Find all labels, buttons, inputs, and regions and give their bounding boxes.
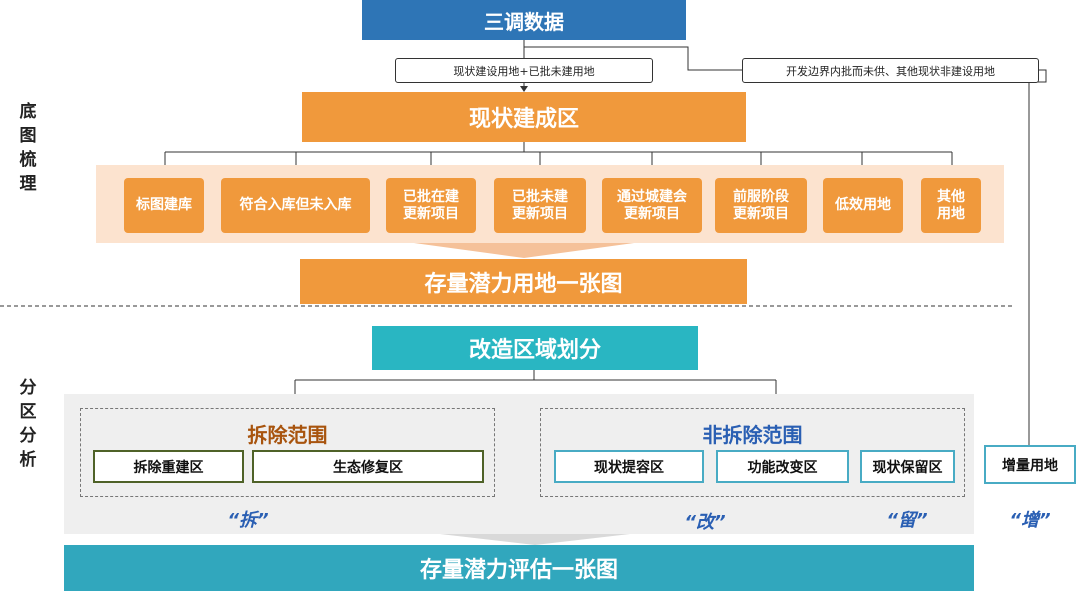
tag-keep: “留” bbox=[886, 510, 928, 531]
stock-evaluation-map-label: 存量潜力评估一张图 bbox=[419, 558, 618, 583]
category-label: 符合入库但未入库 bbox=[239, 197, 352, 213]
category-box-1: 标图建库 bbox=[124, 178, 204, 233]
stock-land-map-label: 存量潜力用地一张图 bbox=[424, 271, 623, 297]
connector-to-right-note bbox=[524, 46, 742, 71]
category-label: 其他 用地 bbox=[937, 188, 965, 222]
demolish-rebuild-zone: 拆除重建区 bbox=[93, 450, 244, 483]
demolish-title: 拆除范围 bbox=[247, 422, 328, 447]
funnel-arrow-top bbox=[414, 243, 634, 258]
category-label: 前服阶段 更新项目 bbox=[733, 188, 789, 222]
side-label-base-map: 底 图 梳 理 bbox=[19, 102, 37, 194]
side-label-zoning: 分 区 分 析 bbox=[19, 378, 37, 470]
zoning-title-box: 改造区域划分 bbox=[372, 326, 698, 370]
retention-zone: 现状保留区 bbox=[860, 450, 955, 483]
built-area-box: 现状建成区 bbox=[302, 92, 746, 142]
category-box-7: 低效用地 bbox=[823, 178, 903, 233]
built-area-label: 现状建成区 bbox=[468, 107, 579, 132]
category-box-5: 通过城建会 更新项目 bbox=[602, 178, 702, 233]
note-right: 开发边界内批而未供、其他现状非建设用地 bbox=[742, 58, 1039, 83]
tag-increment: “增” bbox=[1009, 510, 1051, 531]
category-box-2: 符合入库但未入库 bbox=[221, 178, 370, 233]
function-change-zone: 功能改变区 bbox=[716, 450, 849, 483]
category-label: 通过城建会 更新项目 bbox=[617, 188, 687, 222]
increment-land-box: 增量用地 bbox=[984, 445, 1076, 484]
category-box-4: 已批未建 更新项目 bbox=[494, 178, 586, 233]
tag-change: “改” bbox=[684, 512, 726, 533]
category-label: 已批未建 更新项目 bbox=[512, 188, 568, 222]
note-left-text: 现状建设用地+已批未建用地 bbox=[453, 64, 595, 78]
note-left: 现状建设用地+已批未建用地 bbox=[395, 58, 653, 83]
capacity-increase-zone: 现状提容区 bbox=[554, 450, 704, 483]
category-box-8: 其他 用地 bbox=[921, 178, 981, 233]
top-header-box: 三调数据 bbox=[362, 0, 686, 40]
category-box-3: 已批在建 更新项目 bbox=[386, 178, 476, 233]
note-right-text: 开发边界内批而未供、其他现状非建设用地 bbox=[786, 64, 995, 78]
demolish-group bbox=[80, 408, 495, 497]
zoning-title-label: 改造区域划分 bbox=[468, 338, 601, 363]
category-label: 已批在建 更新项目 bbox=[403, 188, 459, 222]
arrow-into-built bbox=[520, 86, 528, 92]
non-demolish-group bbox=[540, 408, 965, 497]
stock-land-map-box: 存量潜力用地一张图 bbox=[300, 259, 747, 304]
non-demolish-title: 非拆除范围 bbox=[702, 422, 803, 447]
category-label: 低效用地 bbox=[835, 197, 891, 213]
stock-evaluation-map-box: 存量潜力评估一张图 bbox=[64, 545, 974, 591]
ecological-restoration-zone: 生态修复区 bbox=[252, 450, 484, 483]
tag-demolish: “拆” bbox=[227, 510, 269, 531]
category-box-6: 前服阶段 更新项目 bbox=[715, 178, 807, 233]
funnel-arrow-bottom bbox=[440, 534, 630, 545]
category-label: 标图建库 bbox=[136, 197, 192, 213]
connector-to-increment bbox=[1028, 69, 1047, 445]
top-header-title: 三调数据 bbox=[484, 9, 564, 34]
